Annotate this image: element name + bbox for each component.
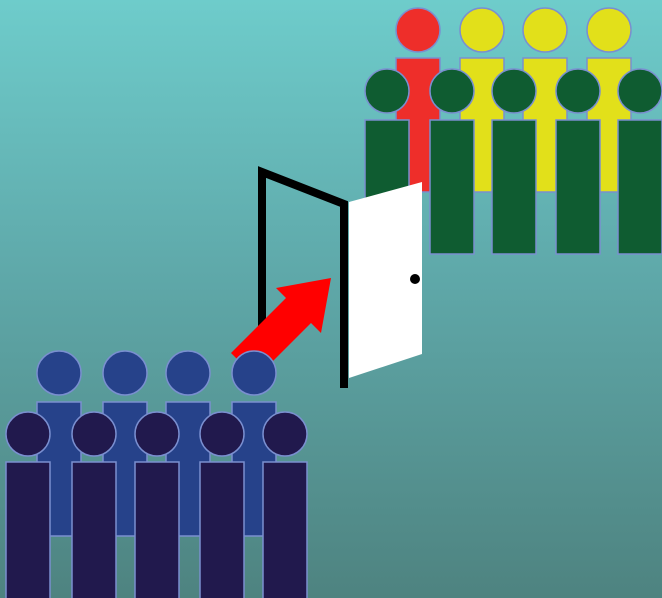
- person-body: [617, 119, 662, 255]
- person-head: [71, 411, 117, 457]
- person-head: [262, 411, 308, 457]
- person-head: [395, 7, 441, 53]
- bottom-left-people-group: [5, 350, 308, 598]
- person-head: [36, 350, 82, 396]
- person-head: [5, 411, 51, 457]
- green-person: [555, 68, 601, 255]
- person-body: [491, 119, 537, 255]
- green-person: [491, 68, 537, 255]
- person-body: [5, 461, 51, 598]
- top-right-people-group: [364, 7, 662, 255]
- person-head: [522, 7, 568, 53]
- person-body: [199, 461, 245, 598]
- person-head: [199, 411, 245, 457]
- navy-person: [199, 411, 245, 598]
- green-person: [429, 68, 475, 255]
- person-head: [459, 7, 505, 53]
- person-body: [555, 119, 601, 255]
- navy-person: [262, 411, 308, 598]
- person-body: [134, 461, 180, 598]
- person-head: [555, 68, 601, 114]
- person-body: [429, 119, 475, 255]
- green-person: [617, 68, 662, 255]
- person-head: [134, 411, 180, 457]
- person-head: [617, 68, 662, 114]
- person-head: [165, 350, 211, 396]
- navy-person: [71, 411, 117, 598]
- front-row: [5, 411, 308, 598]
- person-head: [491, 68, 537, 114]
- person-body: [71, 461, 117, 598]
- person-body: [262, 461, 308, 598]
- door-knob: [410, 274, 420, 284]
- navy-person: [134, 411, 180, 598]
- door-frame: [258, 166, 348, 388]
- door-panel: [349, 182, 422, 378]
- person-head: [231, 350, 277, 396]
- person-head: [586, 7, 632, 53]
- open-door-icon: [258, 166, 422, 388]
- person-head: [429, 68, 475, 114]
- person-head: [364, 68, 410, 114]
- person-head: [102, 350, 148, 396]
- navy-person: [5, 411, 51, 598]
